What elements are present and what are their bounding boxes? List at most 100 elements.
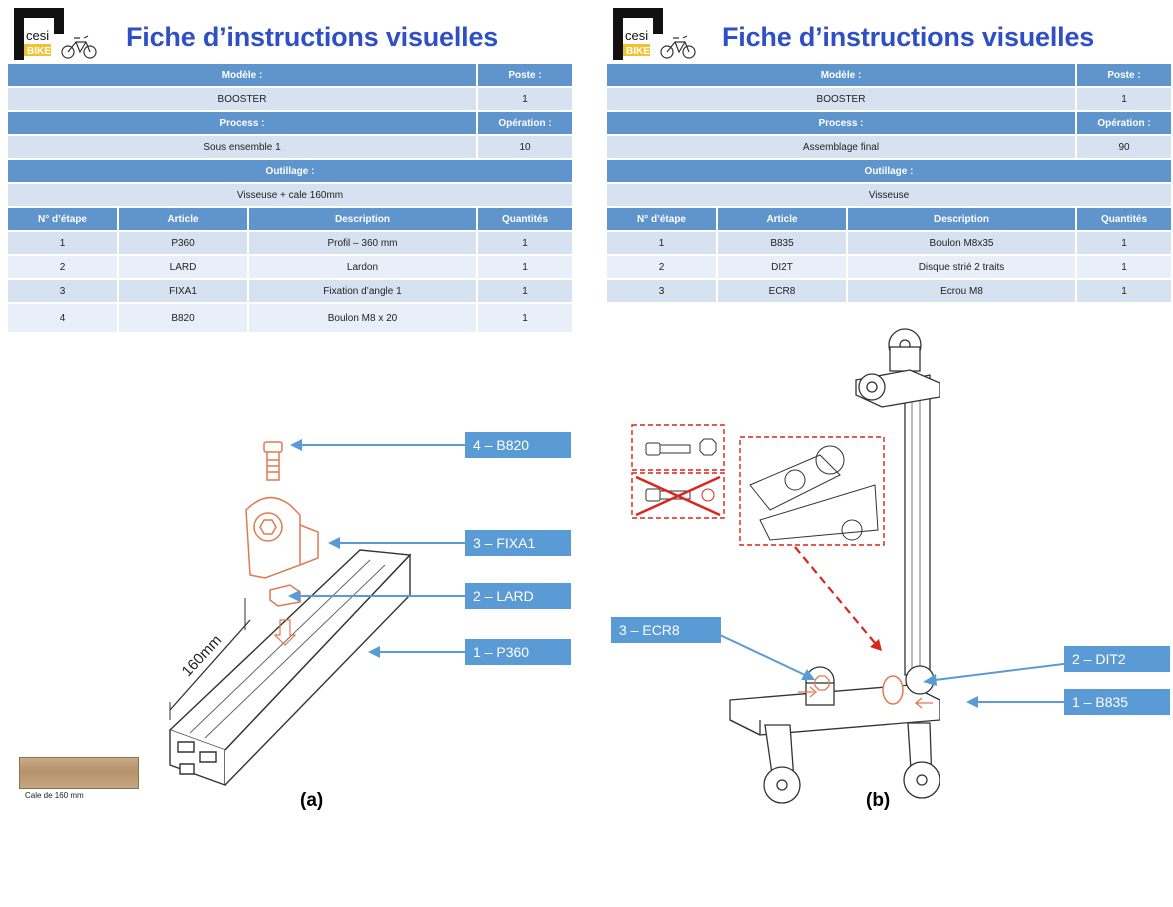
article-code: B820 [117,302,249,334]
step-number: 1 [6,230,119,256]
process-label: Process : [605,110,1077,136]
outillage-value: Visseuse + cale 160mm [6,182,574,208]
quantity: 1 [1075,278,1173,304]
svg-text:BIKE: BIKE [626,46,650,57]
description: Lardon [247,254,478,280]
column-header: Quantités [1075,206,1173,232]
article-code: LARD [117,254,249,280]
bracket-fixa1-part [245,496,319,579]
nut-ecr8-part [798,675,830,698]
step-number: 2 [605,254,718,280]
operation-value: 90 [1075,134,1173,160]
outillage-label: Outillage : [6,158,574,184]
step-number: 4 [6,302,119,334]
sheet-header: cesi BIKE Fiche d’instructions visuelles [605,0,1171,62]
svg-text:BIKE: BIKE [27,46,51,57]
description: Boulon M8 x 20 [247,302,478,334]
correct-fastener-detail [645,438,717,456]
table-row: 3 FIXA1 Fixation d’angle 1 1 [6,278,574,304]
fastener-detail-boxes [631,424,885,546]
shim-photo [19,757,139,789]
poste-value: 1 [476,86,574,112]
callout-lard: 2 – LARD [465,583,571,609]
callout-ecr8: 3 – ECR8 [611,617,721,643]
table-row: 4 B820 Boulon M8 x 20 1 [6,302,574,334]
poste-label: Poste : [476,62,574,88]
description: Boulon M8x35 [846,230,1077,256]
callout-dit2: 2 – DIT2 [1064,646,1170,672]
callout-b835: 1 – B835 [1064,689,1170,715]
step-number: 1 [605,230,718,256]
column-header: N° d’étape [605,206,718,232]
instruction-sheet-a: cesi BIKE Fiche d’instructions visuelles… [6,0,574,334]
column-header: Description [846,206,1077,232]
callout-arrows-a [288,439,465,658]
article-code: FIXA1 [117,278,249,304]
column-header: N° d’étape [6,206,119,232]
table-row: 1 P360 Profil – 360 mm 1 [6,230,574,256]
callout-b820: 4 – B820 [465,432,571,458]
table-row: 2 DI2T Disque strié 2 traits 1 [605,254,1173,280]
sheet-title: Fiche d’instructions visuelles [126,22,499,52]
process-value: Assemblage final [605,134,1077,160]
cesi-bike-logo: cesi BIKE [613,8,696,60]
profile-p360-part [168,549,412,786]
step-number: 2 [6,254,119,280]
quantity: 1 [476,230,574,256]
modele-label: Modèle : [605,62,1077,88]
wrong-fastener-detail [635,475,721,517]
article-code: P360 [117,230,249,256]
assembly-drawing-b [631,328,940,804]
table-row: 2 LARD Lardon 1 [6,254,574,280]
step-number: 3 [605,278,718,304]
outillage-label: Outillage : [605,158,1173,184]
modele-value: BOOSTER [6,86,478,112]
poste-label: Poste : [1075,62,1173,88]
modele-label: Modèle : [6,62,478,88]
svg-text:cesi: cesi [26,28,49,43]
article-code: ECR8 [716,278,848,304]
description: Ecrou M8 [846,278,1077,304]
figure-caption-b: (b) [866,790,891,811]
quantity: 1 [476,254,574,280]
callout-p360: 1 – P360 [465,639,571,665]
outillage-value: Visseuse [605,182,1173,208]
process-value: Sous ensemble 1 [6,134,478,160]
column-header: Article [716,206,848,232]
description: Profil – 360 mm [247,230,478,256]
description: Disque strié 2 traits [846,254,1077,280]
step-number: 3 [6,278,119,304]
figure-caption-a: (a) [300,790,324,811]
top-hinge-part [855,328,940,408]
column-header: Article [117,206,249,232]
disc-dit2-part [882,675,904,705]
callout-fixa1: 3 – FIXA1 [465,530,571,556]
quantity: 1 [1075,230,1173,256]
sheet-header: cesi BIKE Fiche d’instructions visuelles [6,0,572,62]
cesi-bike-logo: cesi BIKE [14,8,97,60]
zoom-detail-drawing [749,445,879,541]
article-code: B835 [716,230,848,256]
bolt-b835-part [914,697,933,709]
quantity: 1 [1075,254,1173,280]
instruction-sheet-b: cesi BIKE Fiche d’instructions visuelles… [605,0,1173,304]
operation-value: 10 [476,134,574,160]
assembly-drawing-a: 160mm [168,441,412,786]
operation-label: Opération : [476,110,574,136]
quantity: 1 [476,278,574,304]
table-row: 3 ECR8 Ecrou M8 1 [605,278,1173,304]
poste-value: 1 [1075,86,1173,112]
article-code: DI2T [716,254,848,280]
process-label: Process : [6,110,478,136]
table-row: 1 B835 Boulon M8x35 1 [605,230,1173,256]
description: Fixation d’angle 1 [247,278,478,304]
operation-label: Opération : [1075,110,1173,136]
column-header: Quantités [476,206,574,232]
sheet-title: Fiche d’instructions visuelles [722,22,1095,52]
zoom-leader-arrow [794,546,876,644]
svg-text:cesi: cesi [625,28,648,43]
modele-value: BOOSTER [605,86,1077,112]
bolt-b820-part [263,441,283,481]
